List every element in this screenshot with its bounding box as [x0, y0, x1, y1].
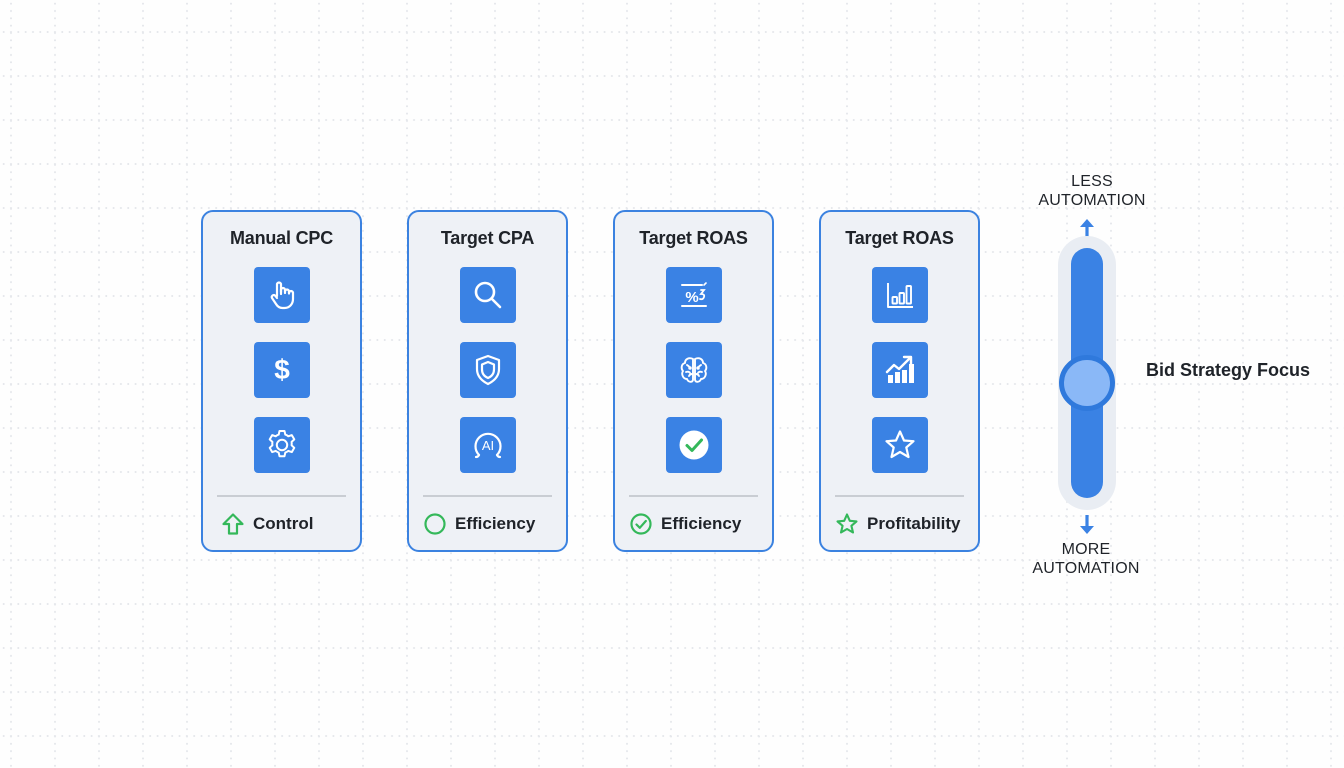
- more-automation-line1: MORE: [1061, 541, 1111, 558]
- footer-label: Efficiency: [455, 514, 536, 533]
- hand-pointer-icon: [253, 267, 310, 323]
- ai-icon: AI: [459, 417, 516, 473]
- card-title: Manual CPC: [229, 228, 333, 248]
- card-divider: [835, 495, 964, 497]
- card-footer: Efficiency: [423, 512, 560, 536]
- card-footer: Control: [221, 512, 354, 536]
- growth-chart-icon: [871, 342, 928, 398]
- less-automation-label: LESS AUTOMATION: [1030, 172, 1154, 210]
- card-divider: [423, 495, 552, 497]
- shield-icon: [459, 342, 516, 398]
- footer-label: Control: [253, 514, 314, 533]
- card-title: Target CPA: [440, 228, 535, 248]
- more-automation-label: MORE AUTOMATION: [1024, 540, 1148, 578]
- strategy-card-target-roas-profitability[interactable]: Target ROAS: [819, 210, 980, 552]
- less-automation-line1: LESS: [1071, 173, 1113, 190]
- svg-text:$: $: [274, 354, 290, 385]
- more-automation-line2: AUTOMATION: [1032, 560, 1140, 577]
- arrow-up-icon: [1080, 219, 1094, 238]
- footer-label: Profitability: [867, 514, 961, 533]
- arrow-up-outline-icon: [222, 513, 244, 535]
- dollar-icon: $: [253, 342, 310, 398]
- check-circle-icon: [665, 417, 722, 473]
- slider-thumb[interactable]: [1059, 355, 1115, 411]
- search-icon: [459, 267, 516, 323]
- bid-strategy-focus-label: Bid Strategy Focus: [1146, 360, 1311, 380]
- strategy-card-manual-cpc[interactable]: Manual CPC $ Control: [201, 210, 362, 552]
- star-icon: [871, 417, 928, 473]
- arrow-down-icon: [1080, 515, 1094, 534]
- automation-slider[interactable]: [1058, 236, 1116, 510]
- strategy-card-target-roas[interactable]: Target ROAS %: [613, 210, 774, 552]
- bar-chart-icon: [871, 267, 928, 323]
- footer-label: Efficiency: [661, 514, 742, 533]
- check-circle-outline-icon: [630, 513, 652, 535]
- strategy-card-target-cpa[interactable]: Target CPA AI Efficiency: [407, 210, 568, 552]
- gear-icon: [253, 417, 310, 473]
- circle-outline-icon: [424, 513, 446, 535]
- brain-icon: [665, 342, 722, 398]
- svg-text:AI: AI: [481, 438, 493, 453]
- card-footer: Profitability: [835, 512, 972, 536]
- less-automation-line2: AUTOMATION: [1038, 192, 1146, 209]
- svg-text:%: %: [685, 289, 698, 306]
- card-footer: Efficiency: [629, 512, 766, 536]
- card-divider: [217, 495, 346, 497]
- card-divider: [629, 495, 758, 497]
- card-title: Target ROAS: [845, 228, 954, 248]
- percent-icon: %: [665, 267, 722, 323]
- star-outline-icon: [836, 513, 858, 534]
- card-title: Target ROAS: [639, 228, 748, 248]
